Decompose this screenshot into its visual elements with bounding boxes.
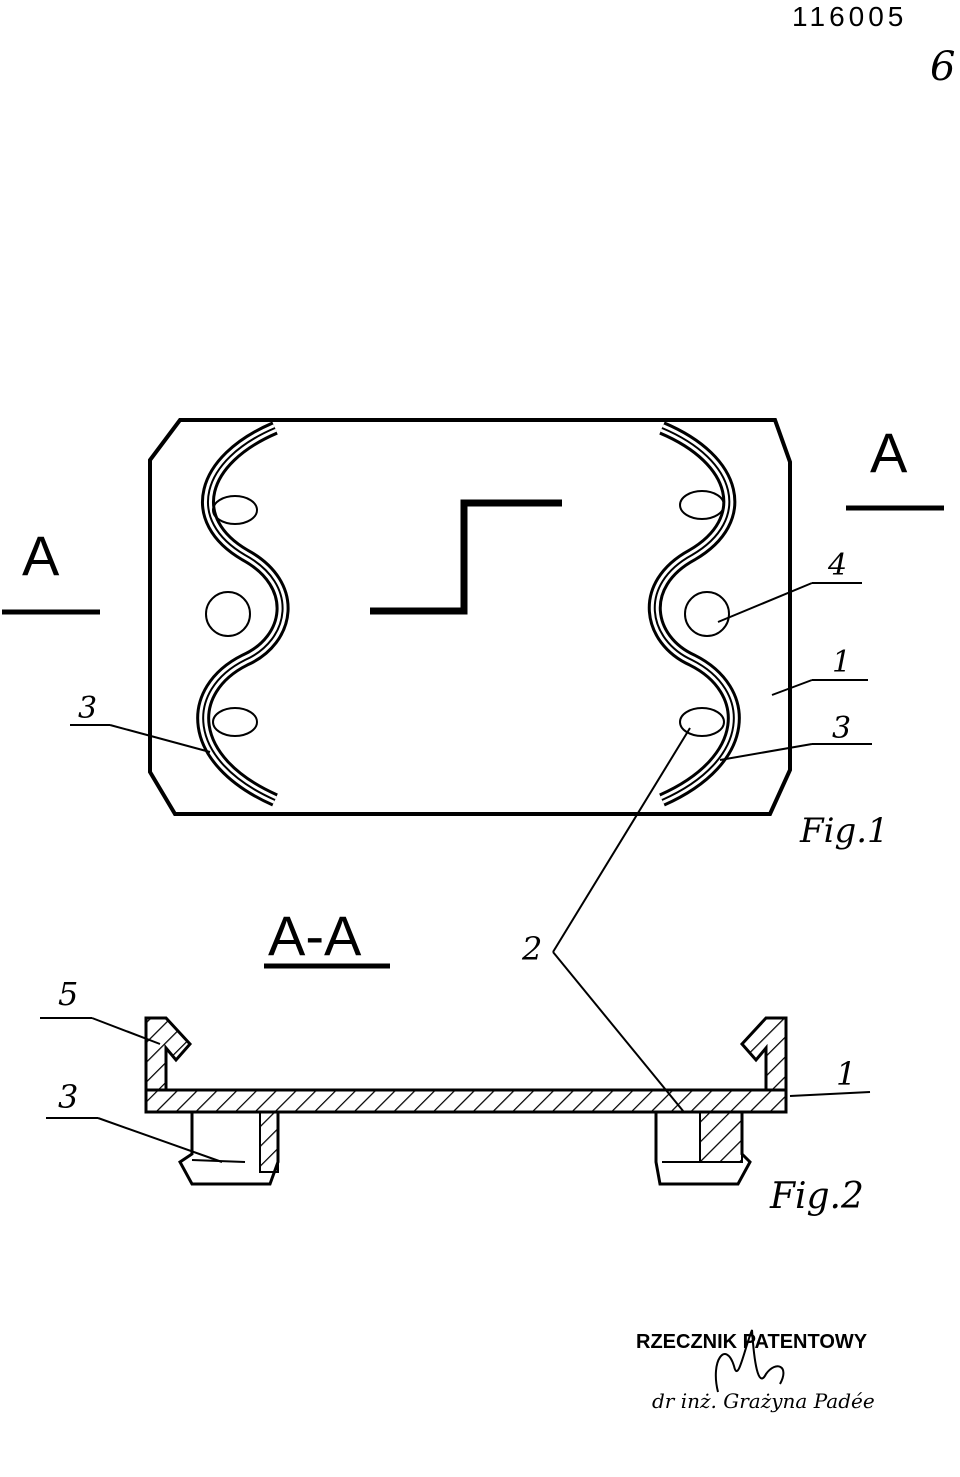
fig1-label-3-left: 3: [78, 691, 97, 726]
sheet-mark: 6: [930, 44, 955, 90]
patent-number: 116005: [792, 1, 907, 32]
fig1-right-spring: [647, 421, 741, 807]
fig2-label-2: 2: [521, 930, 542, 968]
fig1-label-4: 4: [827, 548, 847, 583]
fig2-label-1: 1: [836, 1055, 856, 1093]
section-mark-right: A: [870, 421, 908, 484]
fig2-label-3: 3: [58, 1078, 78, 1116]
fig2-cross-section: [144, 1016, 788, 1186]
handwritten-signature: [714, 1329, 785, 1393]
section-mark-left: A: [22, 524, 60, 587]
fig1-leaders: [70, 582, 872, 761]
fig2-section-title: A-A: [268, 904, 362, 967]
fig1-label-1: 1: [832, 645, 851, 680]
stamp-name: dr inż. Grażyna Padée: [652, 1389, 875, 1413]
fig2-leaders: [40, 1017, 871, 1163]
stamp-title: RZECZNIK PATENTOWY: [636, 1331, 868, 1353]
fig2-label-5: 5: [58, 975, 78, 1013]
fig2-caption: Fig.2: [769, 1176, 864, 1217]
fig1-left-spring: [196, 421, 290, 807]
fig1-label-3-right: 3: [832, 711, 851, 746]
fig1-caption: Fig.1: [799, 811, 889, 851]
z-slot: [370, 499, 562, 615]
fig1-plate: [148, 418, 792, 816]
